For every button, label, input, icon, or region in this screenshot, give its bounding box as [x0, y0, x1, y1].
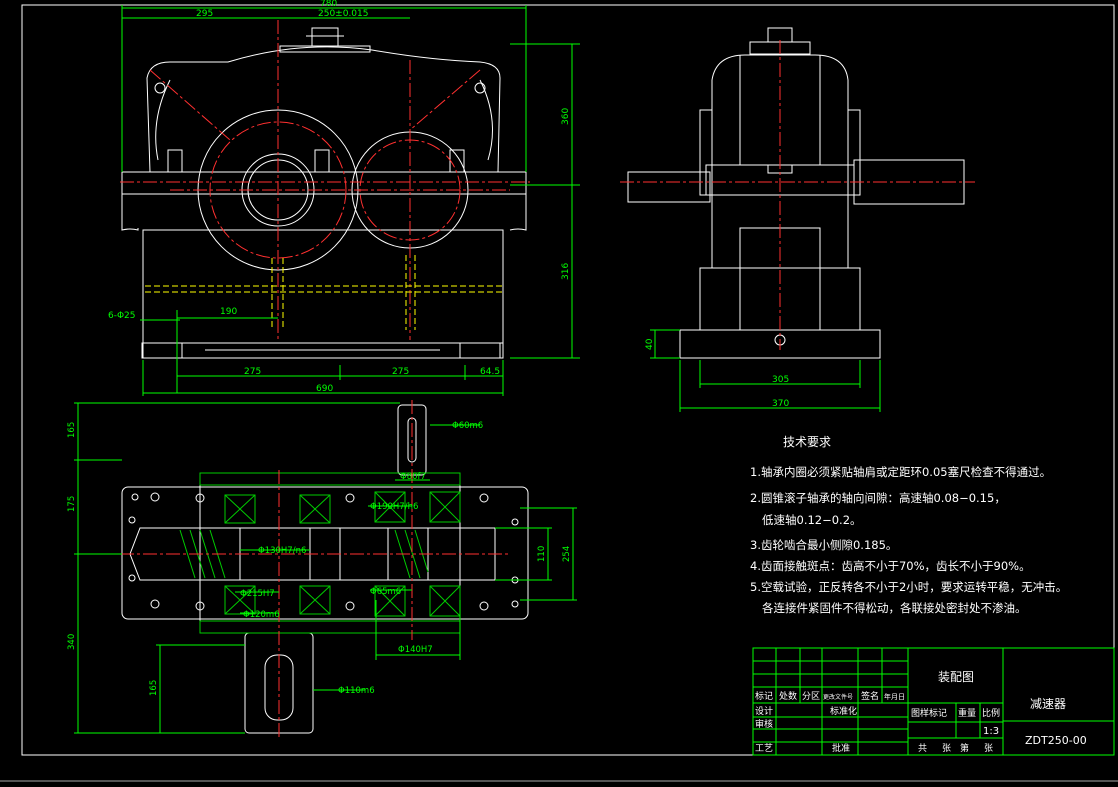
dim-316: 316 [561, 263, 571, 280]
dim-64-5: 64.5 [480, 367, 500, 377]
tb-h-sign: 签名 [861, 690, 879, 702]
dim-110: 110 [537, 546, 547, 562]
dim-780: 780 [320, 0, 337, 9]
tb-h-count: 处数 [779, 690, 797, 702]
dim-d60: Φ60m6 [452, 421, 483, 431]
dim-bolt-holes: 6-Φ25 [108, 311, 136, 321]
plan-dimension-lines [74, 402, 577, 734]
tb-h-mark: 标记 [755, 690, 773, 702]
dim-d65: Φ65m6 [370, 587, 401, 597]
dim-340: 340 [67, 634, 77, 650]
tb-sheets: 张 [942, 743, 951, 754]
tb-sheet-no: 张 [984, 743, 993, 754]
title-block-texts: 装配图 减速器 ZDT250-00 标记 处数 分区 更改文件号 签名 年月日 … [755, 670, 1087, 754]
front-dimension-texts: 780 295 250±0.015 360 316 6-Φ25 190 275 … [108, 0, 571, 394]
dim-d130: Φ130H7/n6 [258, 546, 306, 556]
tb-total: 共 [918, 743, 927, 754]
plan-cavity [129, 527, 496, 581]
dim-d80: Φ80f7 [400, 472, 426, 482]
tb-h-date: 年月日 [884, 692, 905, 701]
side-cover [711, 54, 849, 110]
dim-d120: Φ120m6 [243, 610, 280, 620]
tb-part-name: 减速器 [1030, 697, 1066, 711]
plan-flange [121, 486, 529, 620]
dim-40: 40 [645, 338, 655, 350]
front-centerlines [120, 20, 530, 340]
dim-165-top: 165 [67, 422, 77, 438]
plan-centerlines [120, 400, 510, 740]
title-block-grid [752, 647, 1115, 756]
dim-d140: Φ140H7 [398, 645, 433, 655]
tech-req-6: 各连接件紧固件不得松动，各联接处密封处不渗油。 [762, 601, 1027, 615]
tech-req-2b: 低速轴0.12−0.2。 [762, 513, 862, 527]
tb-stage-mark: 图样标记 [911, 707, 947, 719]
dim-275a: 275 [244, 367, 261, 377]
dim-275b: 275 [392, 367, 409, 377]
side-dimension-lines [650, 329, 881, 412]
tb-no: 第 [960, 742, 969, 754]
tb-h-zone: 分区 [802, 691, 820, 702]
tech-req-4: 4.齿面接触斑点：齿高不小于70%，齿长不小于90%。 [750, 559, 1031, 573]
tech-title: 技术要求 [783, 435, 831, 449]
sheet-border [21, 4, 1115, 756]
dim-254: 254 [562, 546, 572, 562]
front-dimension-lines [121, 5, 580, 396]
technical-requirements: 技术要求 1.轴承内圈必须紧贴轴肩或定距环0.05塞尺检查不得通过。 2.圆锥滚… [750, 435, 1067, 615]
tb-ratio: 比例 [982, 707, 1000, 719]
side-output-shaft [627, 171, 711, 203]
dim-190: 190 [220, 307, 237, 317]
side-dimension-texts: 40 305 370 [645, 338, 789, 409]
tb-approve: 批准 [832, 742, 850, 754]
tb-drawing-code: ZDT250-00 [1025, 734, 1087, 747]
tb-design: 设计 [755, 705, 773, 717]
tb-h-doc: 更改文件号 [823, 693, 853, 701]
tb-check: 审核 [755, 718, 773, 730]
dim-305: 305 [772, 375, 789, 385]
tb-assembly-drawing: 装配图 [938, 670, 974, 684]
dim-295: 295 [196, 9, 213, 19]
dim-d110: Φ110m6 [338, 686, 375, 696]
dim-d190: Φ190H7/h6 [370, 502, 418, 512]
tech-req-3: 3.齿轮啮合最小侧隙0.185。 [750, 538, 897, 552]
tb-standard: 标准化 [830, 705, 857, 717]
tech-req-5: 5.空载试验，正反转各不小于2小时，要求运转平稳，无冲击。 [750, 580, 1067, 594]
tb-scale: 1:3 [983, 726, 999, 737]
tb-weight: 重量 [958, 707, 976, 719]
dim-175: 175 [67, 496, 77, 512]
dim-165-bottom: 165 [149, 680, 159, 696]
front-cover [146, 46, 501, 173]
dim-370: 370 [772, 399, 789, 409]
front-housing-lower [142, 229, 504, 359]
side-centerlines [620, 40, 975, 350]
dim-center-distance: 250±0.015 [318, 9, 368, 19]
plan-dimension-texts: 165 175 340 165 Φ60m6 Φ80f7 Φ190H7/h6 Φ1… [67, 421, 572, 696]
plan-hatching [179, 472, 461, 634]
tech-req-1: 1.轴承内圈必须紧贴轴肩或定距环0.05塞尺检查不得通过。 [750, 465, 1051, 479]
dim-d215: Φ215H7 [240, 589, 275, 599]
tb-process: 工艺 [755, 743, 773, 754]
dim-690: 690 [316, 384, 333, 394]
dim-360: 360 [561, 108, 571, 125]
tech-req-2a: 2.圆锥滚子轴承的轴向间隙：高速轴0.08−0.15， [750, 491, 1006, 505]
